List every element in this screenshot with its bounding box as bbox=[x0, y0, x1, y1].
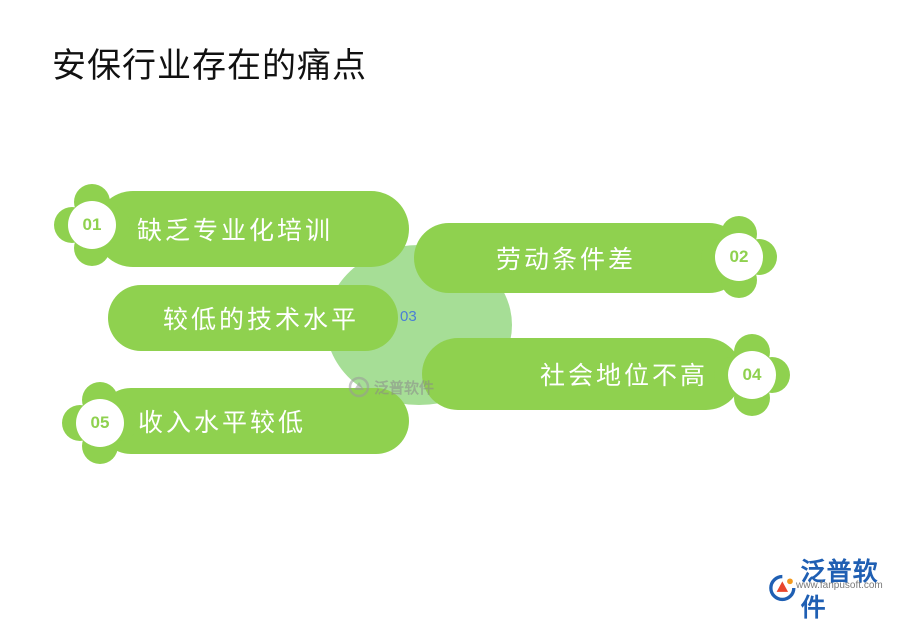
item-01-badge: 01 bbox=[48, 176, 136, 274]
item-05-badge: 05 bbox=[56, 374, 144, 472]
brand-logo-icon bbox=[769, 574, 796, 602]
item-02-badge: 02 bbox=[695, 208, 783, 306]
item-05-label: 收入水平较低 bbox=[138, 408, 307, 437]
watermark-logo-icon bbox=[348, 376, 370, 398]
item-04-label: 社会地位不高 bbox=[540, 361, 709, 390]
item-01-number: 01 bbox=[68, 201, 116, 249]
item-05-pill: 收入水平较低 bbox=[98, 388, 409, 454]
item-03-pill: 较低的技术水平 bbox=[108, 285, 398, 351]
item-02-label: 劳动条件差 bbox=[496, 245, 637, 274]
center-number: 03 bbox=[400, 308, 417, 325]
item-03-label: 较低的技术水平 bbox=[163, 305, 360, 334]
brand-url: www.fanpusoft.com bbox=[796, 580, 883, 591]
page-title: 安保行业存在的痛点 bbox=[52, 46, 367, 86]
watermark-text: 泛普软件 bbox=[374, 378, 435, 397]
watermark: 泛普软件 bbox=[348, 376, 434, 398]
item-04-number: 04 bbox=[728, 351, 776, 399]
item-02-number: 02 bbox=[715, 233, 763, 281]
item-01-label: 缺乏专业化培训 bbox=[137, 216, 334, 245]
item-02-pill: 劳动条件差 bbox=[414, 223, 744, 293]
item-04-pill: 社会地位不高 bbox=[422, 338, 742, 410]
item-01-pill: 缺乏专业化培训 bbox=[95, 191, 409, 267]
item-05-number: 05 bbox=[76, 399, 124, 447]
item-04-badge: 04 bbox=[708, 326, 796, 424]
